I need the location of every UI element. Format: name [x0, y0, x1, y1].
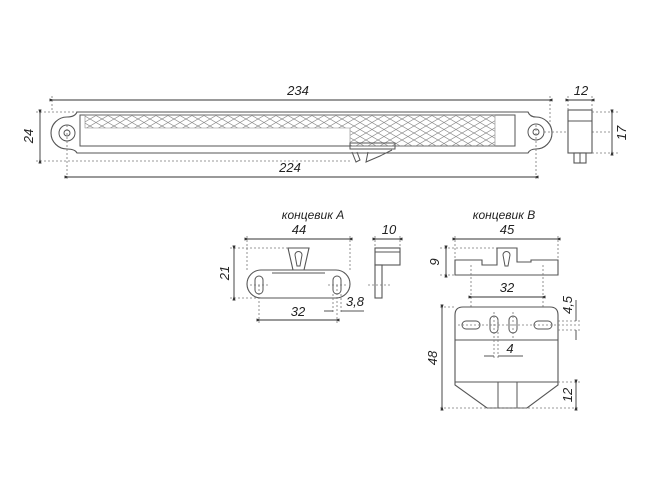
- dim-label-32-b: 32: [500, 280, 515, 295]
- dim-label-17: 17: [614, 125, 629, 140]
- dim-label-12: 12: [574, 83, 589, 98]
- dim-label-48: 48: [425, 350, 440, 365]
- dim-label-32-a: 32: [291, 304, 306, 319]
- dim-label-10: 10: [382, 222, 397, 237]
- dim-label-4: 4: [506, 341, 513, 356]
- dim-label-45: 45: [500, 222, 515, 237]
- end-piece-b-title: концевик B: [473, 208, 535, 222]
- end-piece-a: концевик A 44 21 32 3,8 10: [217, 208, 403, 323]
- dim-label-3-8: 3,8: [346, 294, 365, 309]
- end-piece-b: концевик B 45 9 32 48 4,5 4 12: [425, 208, 580, 411]
- main-view: 234 224 24: [21, 83, 610, 180]
- mechanism: [349, 142, 396, 163]
- end-piece-a-title: концевик A: [282, 208, 344, 222]
- side-view: 12 17: [565, 83, 629, 164]
- dim-label-4-5: 4,5: [560, 295, 575, 314]
- dim-label-21: 21: [217, 266, 232, 281]
- dim-label-234: 234: [286, 83, 309, 98]
- dim-label-44: 44: [292, 222, 306, 237]
- dim-label-9: 9: [427, 258, 442, 265]
- dim-label-224: 224: [278, 160, 301, 175]
- dim-label-12-b: 12: [560, 387, 575, 402]
- dim-label-24: 24: [21, 129, 36, 144]
